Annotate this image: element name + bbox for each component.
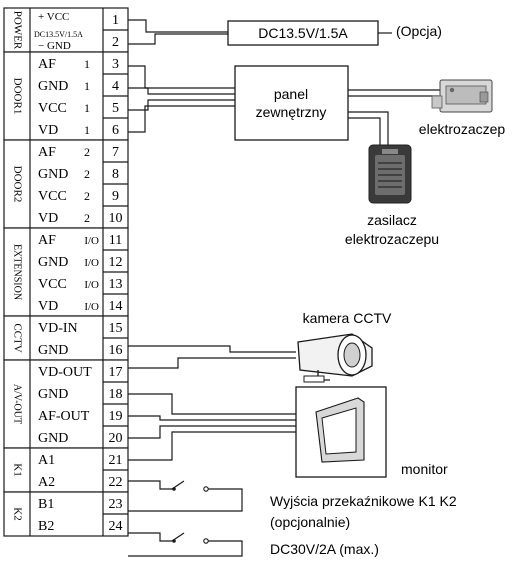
power-adapter-icon [368, 144, 412, 204]
group-label: A/V-OUT [12, 384, 23, 424]
terminal-label: GND [38, 167, 68, 182]
terminal-label: GND [38, 343, 68, 358]
terminal-sublabel: I/O [84, 257, 99, 269]
group-label: CCTV [11, 323, 23, 352]
terminal-sublabel: 2 [84, 189, 90, 203]
terminal-label: VD-IN [38, 321, 78, 336]
power-supply-label: DC13.5V/1.5A [258, 25, 348, 41]
terminal-number: 24 [109, 519, 123, 534]
power-rating-note: DC13.5V/1.5A [34, 30, 83, 39]
cctv-camera-icon [297, 333, 373, 383]
panel-label-line2: zewnętrzny [256, 104, 327, 120]
group-label: K2 [11, 507, 23, 520]
terminal-label: AF-OUT [38, 409, 90, 424]
terminal-number: 7 [112, 145, 119, 160]
monitor-icon [295, 386, 387, 478]
terminal-label: GND [38, 255, 68, 270]
terminal-sublabel: I/O [84, 301, 99, 313]
power-supply-box: DC13.5V/1.5A [227, 20, 379, 46]
group-label: K1 [11, 463, 23, 476]
terminal-label: + VCC [38, 11, 69, 23]
terminal-number: 1 [112, 13, 119, 28]
terminal-number: 6 [112, 123, 119, 138]
terminal-label: B1 [38, 497, 54, 512]
terminal-label: − GND [38, 40, 71, 52]
terminal-sublabel: 1 [84, 79, 90, 93]
terminal-sublabel: 1 [84, 123, 90, 137]
panel-label-line1: panel [274, 86, 308, 102]
terminal-number: 13 [109, 277, 123, 292]
group-label: DOOR1 [11, 78, 23, 115]
terminal-number: 11 [109, 233, 122, 248]
group-label: EXTENSION [12, 244, 23, 300]
terminal-number: 15 [109, 321, 123, 336]
camera-label: kamera CCTV [303, 310, 392, 326]
terminal-number: 9 [112, 189, 119, 204]
terminal-label: GND [38, 387, 68, 402]
terminal-label: VCC [38, 277, 67, 292]
monitor-label: monitor [401, 461, 448, 477]
terminal-number: 5 [112, 101, 119, 116]
group-label: POWER [11, 11, 23, 50]
terminal-label: VCC [38, 101, 67, 116]
wiring [128, 19, 444, 557]
terminal-label: VD [38, 211, 58, 226]
terminal-number: 14 [109, 299, 123, 314]
door-strike-icon [431, 79, 493, 113]
terminal-number: 3 [112, 57, 119, 72]
terminal-number: 19 [109, 409, 123, 424]
terminal-number: 23 [109, 497, 123, 512]
terminal-label: AF [38, 145, 56, 160]
terminal-label: GND [38, 431, 68, 446]
terminal-sublabel: 2 [84, 211, 90, 225]
terminal-sublabel: I/O [84, 279, 99, 291]
relay-label-line1: Wyjścia przekaźnikowe K1 K2 [270, 493, 457, 509]
terminal-label: GND [38, 79, 68, 94]
terminal-label: AF [38, 57, 56, 72]
lock-label: elektrozaczep [419, 121, 506, 137]
terminal-number: 20 [109, 431, 123, 446]
terminal-label: VD [38, 299, 58, 314]
terminal-number: 17 [109, 365, 123, 380]
terminal-number: 12 [109, 255, 123, 270]
terminal-label: VD-OUT [38, 365, 92, 380]
terminal-sublabel: 2 [84, 167, 90, 181]
terminal-number: 22 [109, 475, 123, 490]
terminal-number: 2 [112, 35, 119, 50]
terminal-sublabel: 2 [84, 145, 90, 159]
terminal-label: VD [38, 123, 58, 138]
terminal-label: AF [38, 233, 56, 248]
terminal-number: 18 [109, 387, 123, 402]
terminal-number: 8 [112, 167, 119, 182]
group-label: DOOR2 [11, 166, 23, 203]
terminal-label: A1 [38, 453, 55, 468]
relay-label-line2: (opcjonalnie) [270, 514, 350, 530]
power-option-label: (Opcja) [396, 23, 442, 39]
terminal-label: B2 [38, 519, 54, 534]
terminal-number: 21 [109, 453, 123, 468]
terminal-label: A2 [38, 475, 55, 490]
terminal-sublabel: I/O [84, 235, 99, 247]
lock-psu-label-line2: elektrozaczepu [345, 231, 439, 247]
terminal-number: 10 [109, 211, 123, 226]
lock-psu-label-line1: zasilacz [367, 212, 417, 228]
terminal-number: 16 [109, 343, 123, 358]
terminal-number: 4 [112, 79, 119, 94]
terminal-label: VCC [38, 189, 67, 204]
relay-label-line3: DC30V/2A (max.) [270, 541, 379, 557]
terminal-sublabel: 1 [84, 57, 90, 71]
outdoor-panel-box: panel zewnętrzny [234, 65, 349, 141]
terminal-sublabel: 1 [84, 101, 90, 115]
